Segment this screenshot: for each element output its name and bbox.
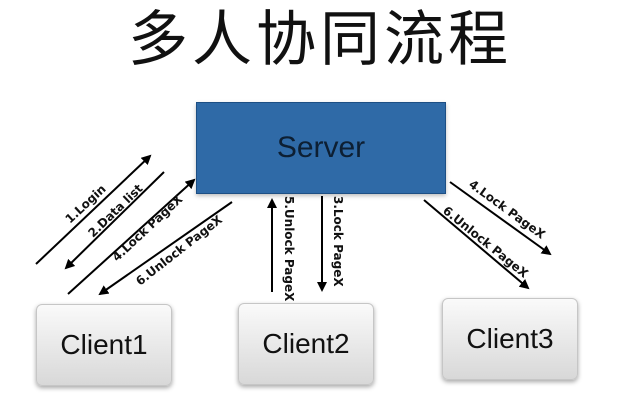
arrow-c3-lock [449,181,552,256]
arrow-c1-unlock [98,201,233,296]
client3-label: Client3 [466,323,554,354]
server-label: Server [276,131,366,164]
client1-label: Client1 [60,329,148,360]
client2-box: Client2 [238,303,374,385]
arrow-data-list [64,171,165,270]
client1-box: Client1 [36,304,172,386]
page-title: 多人协同流程 [128,5,512,75]
label-c2-unlock: 5.Unlock PageX [282,196,296,302]
label-c2-lock: 3.Lock PageX [331,196,345,287]
client2-label: Client2 [262,328,350,359]
arrow-c3-unlock [423,199,530,290]
arrow-c1-lock [67,178,196,295]
arrow-login [35,154,152,265]
server-box: Server [196,102,446,194]
client3-box: Client3 [442,298,578,380]
